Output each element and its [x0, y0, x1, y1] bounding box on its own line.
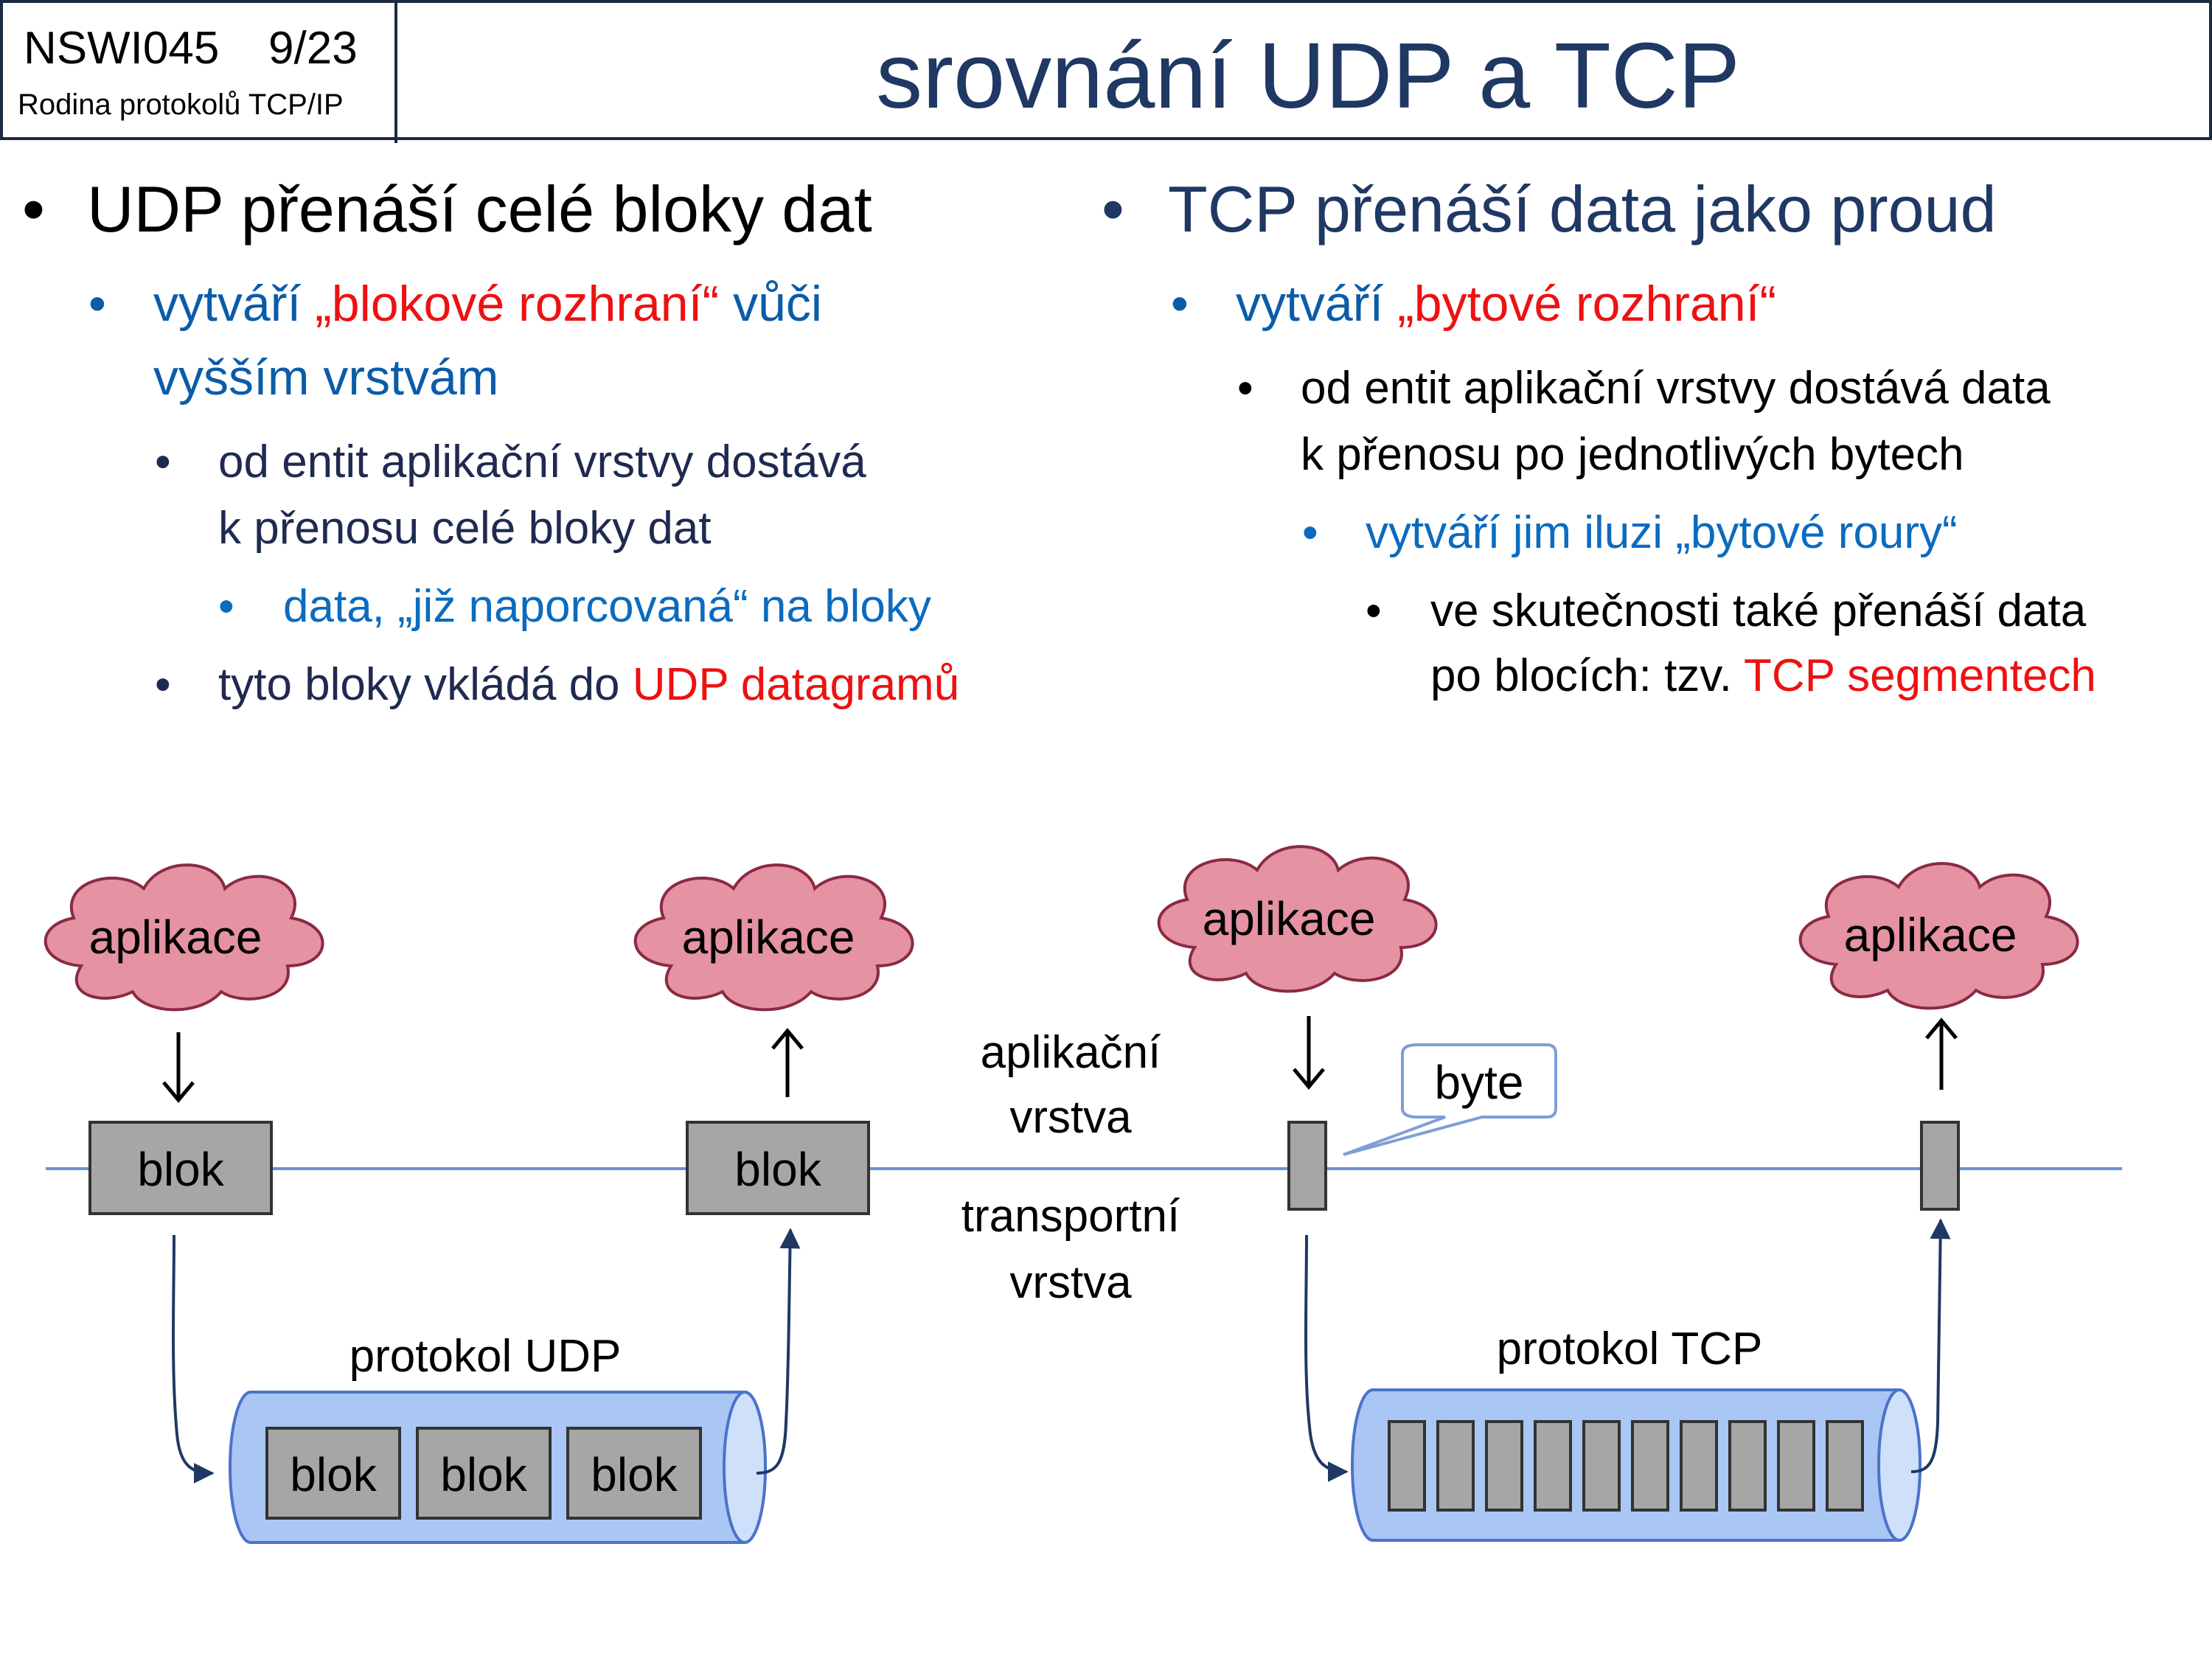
tcp-segments-prefix: po blocích: tzv.	[1430, 650, 1745, 701]
tcp-byte-cell	[1680, 1420, 1718, 1512]
tcp-byte-cell	[1631, 1420, 1669, 1512]
tcp-interface-highlight: „bytové rozhraní“	[1397, 276, 1777, 332]
course-info: NSWI045 9/23 Rodina protokolů TCP/IP	[3, 3, 397, 143]
transport-layer-label-line2: vrstva	[1009, 1257, 1132, 1308]
udp-datagram-prefix: tyto bloky vkládá do	[218, 659, 633, 710]
udp-interface-suffix: vůči	[719, 276, 822, 332]
slide-title: srovnání UDP a TCP	[876, 24, 1740, 128]
udp-interface-line2: vyšším vrstvám	[153, 349, 499, 406]
udp-pipe-block: blok	[566, 1427, 702, 1520]
bullet-dot: •	[1302, 507, 1318, 558]
udp-receive-connector-arrow	[756, 1228, 801, 1475]
bullet-dot: •	[22, 173, 45, 246]
udp-pipe-block: blok	[265, 1427, 401, 1520]
tcp-receive-connector-arrow	[1910, 1218, 1951, 1473]
tcp-send-byte	[1287, 1121, 1327, 1211]
udp-pipe-block: blok	[416, 1427, 552, 1520]
slide-number: 9/23	[268, 23, 358, 74]
tcp-byte-cell	[1728, 1420, 1767, 1512]
tcp-receive-line1: od entit aplikační vrstvy dostává data	[1301, 363, 2051, 414]
bullet-dot: •	[1171, 276, 1189, 332]
arrow-up-tcp-receive	[1925, 1018, 1958, 1090]
tcp-byte-cell	[1826, 1420, 1864, 1512]
udp-protocol-label: protokol UDP	[349, 1331, 622, 1382]
application-label: aplikace	[1203, 892, 1376, 945]
udp-send-connector-arrow	[172, 1234, 215, 1484]
tcp-byte-cell	[1485, 1420, 1523, 1512]
block-label: blok	[440, 1448, 527, 1501]
byte-callout-label: byte	[1435, 1056, 1524, 1109]
bullet-dot: •	[1102, 173, 1124, 246]
bullet-dot: •	[1237, 363, 1253, 414]
tcp-heading: TCP přenáší data jako proud	[1168, 173, 1997, 246]
course-subtitle: Rodina protokolů TCP/IP	[18, 88, 344, 121]
bullet-dot: •	[1366, 585, 1382, 636]
block-label: blok	[137, 1143, 224, 1196]
tcp-interface-line: vytváří „bytové rozhraní“	[1236, 279, 1776, 329]
tcp-byte-cell	[1534, 1420, 1572, 1512]
block-label: blok	[290, 1448, 377, 1501]
tcp-interface-prefix: vytváří	[1236, 276, 1398, 332]
bullet-dot: •	[155, 437, 171, 487]
bullet-dot: •	[88, 276, 106, 332]
application-layer-label-line1: aplikační	[981, 1027, 1161, 1078]
arrow-down-tcp-send	[1293, 1016, 1325, 1090]
udp-receive-block: blok	[686, 1121, 870, 1215]
udp-interface-line: vytváří „blokové rozhraní“ vůči	[153, 279, 822, 329]
tcp-byte-cell	[1388, 1420, 1426, 1512]
application-label: aplikace	[89, 911, 262, 964]
tcp-byte-cell	[1777, 1420, 1815, 1512]
arrow-up-udp-receive	[771, 1028, 804, 1097]
tcp-protocol-label: protokol TCP	[1497, 1324, 1763, 1374]
transport-layer-label-line1: transportní	[961, 1191, 1180, 1242]
tcp-byte-cell	[1582, 1420, 1621, 1512]
tcp-byte-cell	[1436, 1420, 1475, 1512]
udp-receive-line2: k přenosu celé bloky dat	[218, 503, 712, 554]
bullet-dot: •	[218, 581, 234, 632]
tcp-send-connector-arrow	[1304, 1234, 1349, 1482]
tcp-segments-line2: po blocích: tzv. TCP segmentech	[1430, 653, 2096, 699]
tcp-segments-line1: ve skutečnosti také přenáší data	[1430, 585, 2087, 636]
udp-heading: UDP přenáší celé bloky dat	[87, 173, 872, 246]
udp-preportioned-line: data, „již naporcovaná“ na bloky	[283, 581, 931, 632]
udp-send-block: blok	[88, 1121, 273, 1215]
tcp-pipe-bytes	[1388, 1420, 1864, 1512]
tcp-receive-byte	[1920, 1121, 1960, 1211]
bullet-dot: •	[155, 659, 171, 710]
byte-callout: byte	[1343, 1043, 1557, 1156]
tcp-receive-line2: k přenosu po jednotlivých bytech	[1301, 429, 1964, 480]
block-label: blok	[591, 1448, 678, 1501]
udp-interface-prefix: vytváří	[153, 276, 316, 332]
udp-datagram-line: tyto bloky vkládá do UDP datagramů	[218, 662, 959, 708]
tcp-pipe-illusion-line: vytváří jim iluzi „bytové roury“	[1366, 507, 1958, 558]
slide-header: NSWI045 9/23 Rodina protokolů TCP/IP sro…	[0, 0, 2212, 143]
application-label: aplikace	[682, 911, 855, 964]
udp-interface-highlight: „blokové rozhraní“	[315, 276, 720, 332]
application-label: aplikace	[1844, 908, 2017, 961]
block-label: blok	[734, 1143, 821, 1196]
udp-receive-line1: od entit aplikační vrstvy dostává	[218, 437, 866, 487]
application-layer-label-line2: vrstva	[1009, 1092, 1132, 1143]
udp-datagram-highlight: UDP datagramů	[632, 659, 960, 710]
tcp-segments-highlight: TCP segmentech	[1744, 650, 2096, 701]
arrow-down-udp-send	[162, 1032, 195, 1103]
course-code: NSWI045	[24, 23, 220, 74]
